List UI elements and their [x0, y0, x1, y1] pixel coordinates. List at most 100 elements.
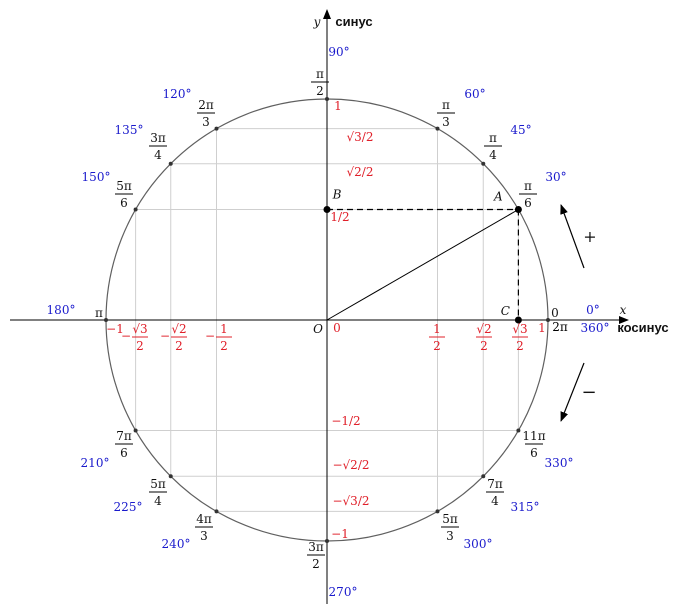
angle-label-225: 225° 5π 4: [114, 477, 167, 514]
angle-label-90: 90°π2: [311, 45, 350, 98]
cosine-axis-name: косинус: [617, 320, 668, 335]
radian-denominator: 6: [120, 196, 128, 210]
cosine-value-denominator: 2: [516, 339, 524, 353]
sine-value-label: −1: [331, 527, 349, 541]
circle-point: [133, 428, 138, 433]
cosine-value-numerator: 1: [433, 322, 441, 336]
angle-label-60: 60°π3: [437, 87, 486, 129]
radian-numerator: 5π: [150, 477, 166, 491]
sine-value-label: −√3/2: [332, 494, 369, 508]
radian-numerator: π: [489, 131, 497, 145]
sine-value-label: −1/2: [331, 414, 360, 428]
point-a-label: A: [493, 190, 503, 204]
cosine-value-label: −√22: [160, 322, 187, 353]
degree-label: 315°: [511, 500, 540, 514]
angle-label-135: 135°3π4: [115, 123, 167, 162]
circle-point: [481, 474, 486, 479]
degree-label: 300°: [464, 537, 493, 551]
cosine-value-numerator: √3: [512, 322, 527, 336]
degree-label: 135°: [115, 123, 144, 137]
angle-label-180: 180° π: [47, 303, 104, 320]
negative-direction-arrow: [560, 362, 585, 422]
circle-point: [133, 207, 138, 212]
radian-denominator: 4: [154, 494, 162, 508]
radian-numerator: 5π: [116, 179, 132, 193]
circle-point: [481, 161, 486, 166]
origin-label: O: [313, 322, 323, 336]
angle-label-330: 330°11π 6: [522, 429, 573, 470]
cosine-value-text: −1: [106, 322, 124, 336]
point-b-label: B: [332, 188, 342, 202]
cosine-value-label: √32: [512, 322, 528, 353]
origin-value: 0: [333, 321, 341, 335]
point-a: [514, 206, 522, 213]
positive-direction-label: +: [583, 227, 596, 246]
sine-axis-name: синус: [335, 14, 372, 29]
angle-label-240: 240° 4π 3: [162, 512, 213, 551]
circle-point: [168, 161, 173, 166]
cosine-value-text: 1: [538, 321, 546, 335]
cosine-value-label: −12: [205, 322, 232, 353]
sine-value-label: √2/2: [347, 165, 374, 179]
radian-denominator: 6: [530, 446, 538, 460]
cosine-value-label: −1: [106, 322, 124, 336]
radian-denominator: 3: [442, 115, 450, 129]
sine-value-label: 1: [334, 99, 342, 113]
circle-point: [168, 474, 173, 479]
circle-point: [214, 509, 219, 514]
degree-label: 270°: [329, 585, 358, 599]
degree-label: 210°: [81, 456, 110, 470]
cosine-value-label: −√32: [121, 322, 148, 353]
degree-label: 240°: [162, 537, 191, 551]
sine-value-label: 1/2: [330, 210, 349, 224]
cosine-value-denominator: 2: [480, 339, 488, 353]
cosine-value-label: √22: [476, 322, 492, 353]
degree-alt-label: 360°: [581, 321, 610, 335]
degree-label: 45°: [510, 123, 531, 137]
radian-numerator: 3π: [150, 131, 166, 145]
degree-label: 225°: [114, 500, 143, 514]
cosine-value-label: 1: [538, 321, 546, 335]
point-b: [323, 206, 331, 213]
radian-denominator: 4: [489, 148, 497, 162]
radian-denominator: 6: [524, 196, 532, 210]
radian-numerator: 5π: [442, 512, 458, 526]
radius-line: [326, 209, 519, 321]
degree-label: 30°: [545, 170, 566, 184]
circle-point: [546, 318, 550, 322]
degree-label: 90°: [328, 45, 349, 59]
circle-point: [104, 318, 108, 322]
radian-numerator: π: [524, 179, 532, 193]
cosine-value-numerator: 1: [220, 322, 228, 336]
degree-label: 180°: [47, 303, 76, 317]
cosine-value-numerator: √2: [171, 322, 186, 336]
negative-direction-label: −: [581, 382, 596, 403]
radian-denominator: 3: [200, 529, 208, 543]
angle-label-120: 120°2π3: [163, 87, 215, 129]
point-c: [514, 316, 522, 324]
radian-numerator: 11π: [522, 429, 545, 443]
degree-label: 330°: [545, 456, 574, 470]
radian-denominator: 2: [312, 557, 320, 571]
angle-label-210: 210°7π6: [81, 429, 133, 470]
y-axis-label: y: [313, 15, 321, 29]
circle-group: [104, 97, 550, 543]
cosine-value-sign: −: [160, 329, 170, 343]
sine-value-label: √3/2: [347, 130, 374, 144]
cosine-value-numerator: √2: [476, 322, 491, 336]
radian-numerator: 4π: [196, 512, 212, 526]
axes: [10, 9, 629, 604]
circle-point: [435, 509, 440, 514]
radian-denominator: 4: [491, 494, 499, 508]
circle-point: [325, 97, 329, 101]
radian-simple: π: [95, 306, 103, 320]
construction-group: [323, 204, 585, 422]
radian-alt-simple: 2π: [552, 320, 568, 334]
x-axis-label: x: [620, 303, 627, 317]
radian-denominator: 3: [446, 529, 454, 543]
circle-point: [214, 126, 219, 131]
radian-denominator: 2: [316, 84, 324, 98]
